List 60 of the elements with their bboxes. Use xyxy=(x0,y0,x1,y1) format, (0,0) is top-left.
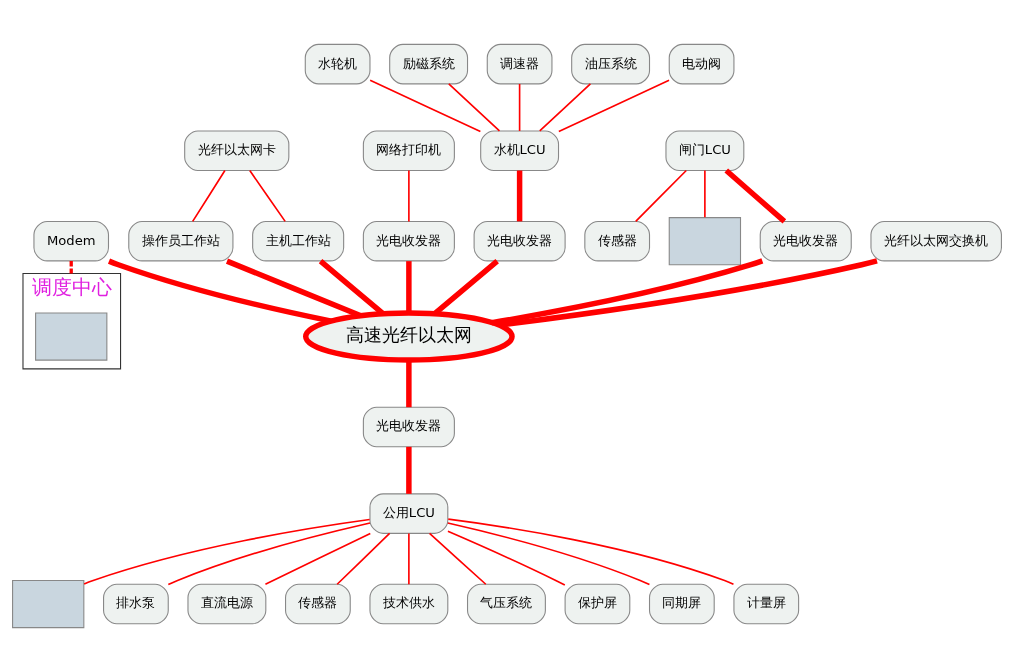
node-box: 调速器 xyxy=(486,43,553,85)
connector xyxy=(69,261,73,274)
connector xyxy=(634,169,688,223)
node-box: 励磁系统 xyxy=(389,43,469,85)
connector xyxy=(408,169,410,223)
node-box: 操作员工作站 xyxy=(128,220,234,262)
connector xyxy=(107,258,332,324)
connector xyxy=(406,446,412,494)
node-box: 同期屏 xyxy=(648,583,715,625)
node-box: 技术供水 xyxy=(369,583,449,625)
connector xyxy=(408,532,410,586)
node-box: 光电收发器 xyxy=(362,220,455,262)
connector xyxy=(406,359,412,408)
node-box: 光电收发器 xyxy=(473,220,566,262)
connector xyxy=(516,170,523,222)
node-box: 水机LCU xyxy=(480,130,560,171)
node-box: Modem xyxy=(33,220,110,262)
connector xyxy=(558,79,670,133)
node-box: 光纤以太网卡 xyxy=(184,130,290,171)
node-box: 气压系统 xyxy=(466,583,546,625)
connector xyxy=(264,532,372,586)
node-box: 油压系统 xyxy=(571,43,651,85)
node-box: 保护屏 xyxy=(564,583,631,625)
node-box: 闸门LCU xyxy=(665,130,745,171)
connector xyxy=(167,522,371,586)
node-box: 直流电源 xyxy=(187,583,267,625)
connector xyxy=(369,79,482,133)
node-ellipse: 高速光纤以太网 xyxy=(303,310,515,363)
connector xyxy=(191,169,226,223)
connector xyxy=(428,532,487,586)
node-box xyxy=(35,312,108,361)
node-box: 传感器 xyxy=(285,583,351,625)
connector xyxy=(447,518,735,585)
node-box xyxy=(668,217,742,266)
node-box: 公用LCU xyxy=(369,493,449,534)
connector xyxy=(447,522,651,586)
connector xyxy=(518,83,521,132)
node-box: 排水泵 xyxy=(103,583,169,625)
node-box: 传感器 xyxy=(584,220,651,262)
connector xyxy=(448,83,501,132)
node-box: 水轮机 xyxy=(304,43,371,85)
connector xyxy=(491,258,764,326)
connector xyxy=(704,169,706,219)
node-box: 光电收发器 xyxy=(362,406,455,448)
connector xyxy=(336,532,391,586)
connector xyxy=(225,258,362,319)
node-box: 网络打印机 xyxy=(362,130,455,171)
node-box: 主机工作站 xyxy=(252,220,345,262)
connector xyxy=(248,169,286,223)
cluster: 调度中心 xyxy=(22,272,122,370)
connector xyxy=(447,530,566,586)
node-box xyxy=(12,579,85,629)
connector xyxy=(724,168,787,224)
node-box: 光电收发器 xyxy=(759,220,852,262)
connector xyxy=(538,83,592,132)
connector xyxy=(406,261,412,313)
node-box: 计量屏 xyxy=(733,583,800,625)
node-box: 电动阀 xyxy=(668,43,735,85)
node-box: 光纤以太网交换机 xyxy=(870,220,1002,262)
connector xyxy=(83,518,371,585)
